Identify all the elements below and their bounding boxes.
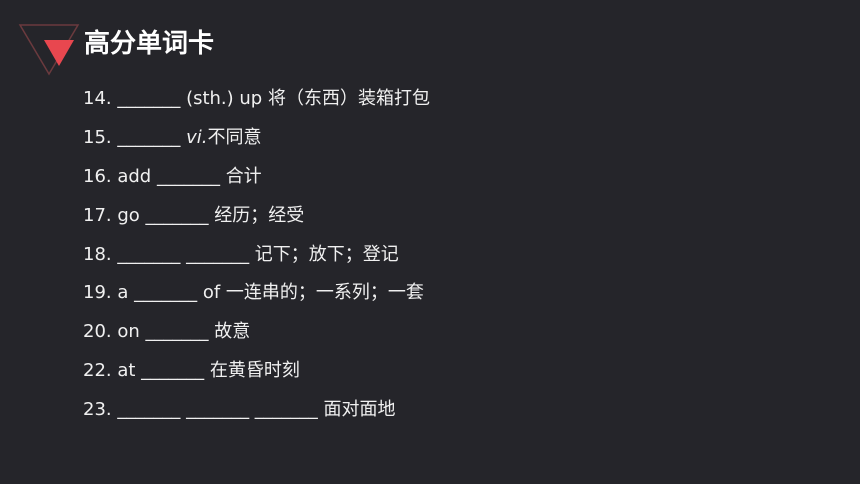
vocab-item-16: 16. add _______ 合计 — [83, 162, 430, 201]
triangle-logo-icon — [18, 24, 80, 76]
vocab-meaning: 在黄昏时刻 — [209, 360, 300, 382]
vocab-item-22: 22. at _______ 在黄昏时刻 — [83, 356, 430, 395]
vocab-phrase: 23. _______ _______ _______ — [83, 399, 324, 421]
vocab-phrase: 17. go _______ — [83, 204, 215, 226]
vocab-meaning: 记下；放下；登记 — [254, 243, 399, 265]
vocab-item-15: 15. _______ vi.不同意 — [83, 123, 430, 162]
vocab-meaning: 一连串的；一系列；一套 — [225, 282, 424, 304]
vocab-phrase: 14. _______ (sth.) up — [83, 88, 268, 109]
vocab-list: 14. _______ (sth.) up 将（东西）装箱打包 15. ____… — [83, 84, 430, 434]
vocab-phrase: 19. a _______ of — [83, 282, 226, 304]
vocab-item-23: 23. _______ _______ _______ 面对面地 — [83, 395, 430, 434]
vocab-meaning: 不同意 — [207, 126, 262, 148]
vocab-phrase: 18. _______ _______ — [83, 243, 255, 265]
vocab-item-17: 17. go _______ 经历；经受 — [83, 201, 430, 240]
vocab-item-18: 18. _______ _______ 记下；放下；登记 — [83, 240, 430, 279]
vocab-meaning: 面对面地 — [323, 399, 396, 421]
vocab-meaning: 故意 — [214, 321, 251, 343]
vocab-item-19: 19. a _______ of 一连串的；一系列；一套 — [83, 278, 430, 317]
vocab-phrase: 16. add _______ — [83, 165, 226, 187]
slide-title: 高分单词卡 — [84, 29, 215, 59]
vocab-phrase: 15. _______ — [83, 126, 187, 148]
vocab-phrase: 22. at _______ — [83, 360, 210, 382]
vocab-meaning: 将（东西）装箱打包 — [267, 88, 430, 109]
vocab-item-20: 20. on _______ 故意 — [83, 317, 430, 356]
vocab-phrase: 20. on _______ — [83, 321, 215, 343]
vocab-item-14: 14. _______ (sth.) up 将（东西）装箱打包 — [83, 84, 430, 123]
part-of-speech: vi. — [186, 126, 208, 148]
vocab-meaning: 经历；经受 — [214, 204, 305, 226]
vocab-meaning: 合计 — [225, 165, 262, 187]
